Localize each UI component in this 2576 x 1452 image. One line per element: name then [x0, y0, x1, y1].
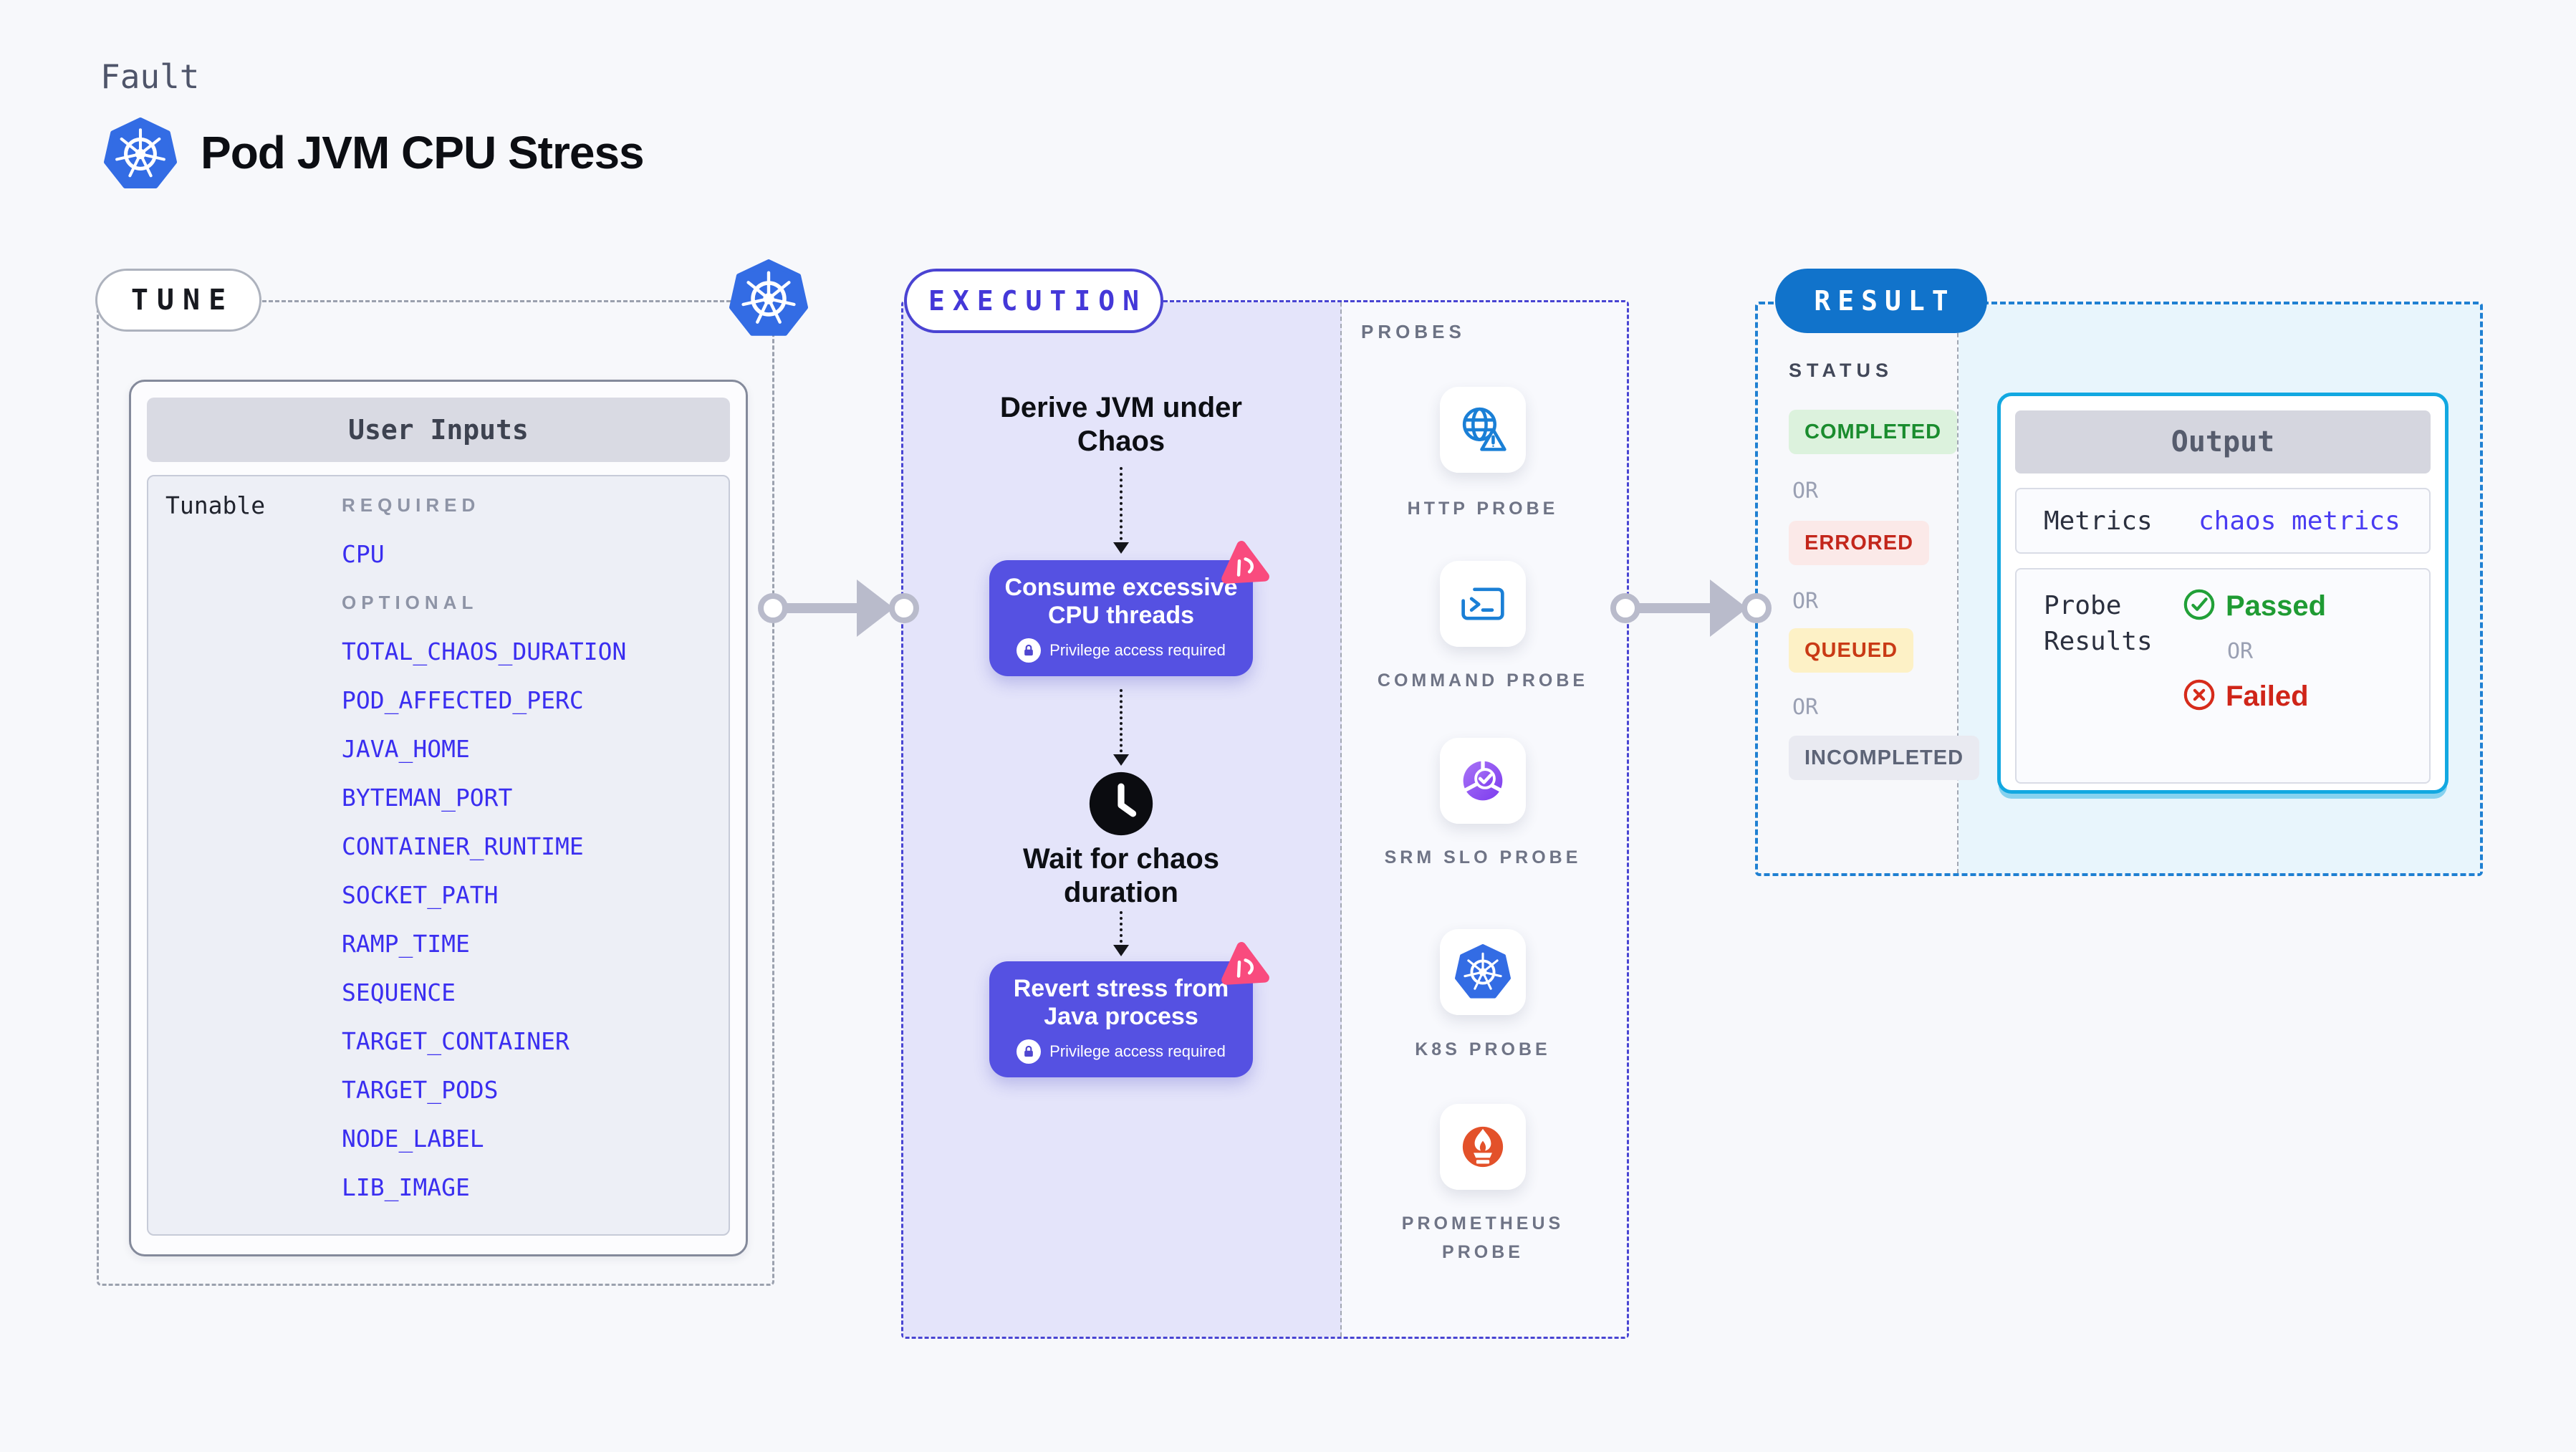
tune-pill-label: TUNE [130, 284, 235, 317]
param-required: CPU [342, 539, 385, 568]
status-badge-queued: QUEUED [1789, 628, 1914, 673]
metrics-value: chaos metrics [2198, 506, 2400, 536]
down-arrow-icon [1113, 467, 1129, 554]
param-optional: RAMP_TIME [342, 929, 470, 958]
param-optional: NODE_LABEL [342, 1124, 484, 1153]
privilege-note: Privilege access required [1049, 641, 1226, 659]
param-optional: JAVA_HOME [342, 734, 470, 763]
param-optional: TOTAL_CHAOS_DURATION [342, 637, 627, 665]
result-pill-label: RESULT [1814, 285, 1956, 317]
status-badge-errored: ERRORED [1789, 521, 1930, 565]
required-heading: REQUIRED [342, 494, 481, 516]
probe-results-row: Probe Results Passed OR [2015, 568, 2431, 784]
privilege-note: Privilege access required [1049, 1042, 1226, 1060]
output-card-header: Output [2015, 410, 2431, 473]
status-heading: STATUS [1789, 360, 1893, 381]
status-badge-incompleted: INCOMPLETED [1789, 736, 1980, 780]
down-arrow-icon [1113, 689, 1129, 766]
param-optional: CONTAINER_RUNTIME [342, 832, 584, 860]
x-circle-icon [2183, 678, 2216, 715]
output-card: Output Metrics chaos metrics Probe Resul… [1997, 393, 2448, 794]
page-title: Pod JVM CPU Stress [201, 127, 645, 178]
litmus-pinwheel-icon [1212, 937, 1272, 997]
status-badge-completed: COMPLETED [1789, 410, 1958, 454]
param-optional: POD_AFFECTED_PERC [342, 686, 584, 714]
lock-icon [1017, 1039, 1042, 1064]
failed-label: Failed [2226, 681, 2309, 712]
param-optional: SOCKET_PATH [342, 880, 499, 909]
flow-step-revert: Revert stress from Java process Privileg… [989, 961, 1253, 1077]
user-inputs-header: User Inputs [147, 398, 730, 462]
flow-step-consume: Consume excessive CPU threads Privilege … [989, 560, 1253, 676]
prometheus-icon [1440, 1104, 1526, 1190]
probes-divider [1340, 302, 1342, 1337]
passed-label: Passed [2226, 590, 2327, 622]
param-optional: TARGET_CONTAINER [342, 1027, 569, 1055]
probe-label: PROMETHEUS PROBE [1401, 1213, 1565, 1262]
or-label: OR [1792, 589, 1819, 614]
kubernetes-icon [1440, 929, 1526, 1015]
or-label: OR [2227, 639, 2254, 664]
tune-section-box [97, 300, 774, 1286]
flow-step-wait: Wait for chaos duration [1022, 843, 1220, 908]
fault-category-label: Fault [100, 57, 200, 96]
param-optional: LIB_IMAGE [342, 1173, 470, 1201]
probe-label: COMMAND PROBE [1377, 670, 1589, 691]
probe-label: K8S PROBE [1415, 1039, 1551, 1059]
flow-step-derive: Derive JVM under Chaos [1000, 392, 1242, 457]
param-optional: TARGET_PODS [342, 1075, 499, 1104]
tune-pill: TUNE [95, 269, 261, 332]
terminal-icon [1440, 561, 1526, 647]
down-arrow-icon [1113, 911, 1129, 956]
probe-results-label: Probe Results [2044, 591, 2153, 656]
step-title: Revert stress from Java process [1013, 975, 1229, 1030]
metrics-row: Metrics chaos metrics [2015, 488, 2431, 554]
or-label: OR [1792, 695, 1819, 720]
result-pill: RESULT [1775, 269, 1987, 333]
param-optional: BYTEMAN_PORT [342, 783, 513, 812]
kubernetes-icon [729, 259, 808, 338]
step-title: Consume excessive CPU threads [1004, 574, 1238, 629]
probe-label: SRM SLO PROBE [1384, 847, 1582, 867]
clock-icon [1088, 771, 1154, 837]
user-inputs-card: User Inputs Tunable REQUIRED CPU OPTIONA… [129, 380, 748, 1256]
slo-pie-check-icon [1440, 738, 1526, 824]
or-label: OR [1792, 479, 1819, 504]
kubernetes-icon [104, 117, 177, 191]
check-circle-icon [2183, 588, 2216, 625]
lock-icon [1017, 638, 1042, 663]
execution-pill: EXECUTION [904, 269, 1163, 333]
tunable-row-label: Tunable [165, 491, 266, 519]
param-optional: SEQUENCE [342, 978, 456, 1006]
probe-label: HTTP PROBE [1407, 499, 1559, 519]
optional-heading: OPTIONAL [342, 591, 479, 613]
tunable-list: Tunable REQUIRED CPU OPTIONAL TOTAL_CHAO… [147, 475, 730, 1236]
probes-heading: PROBES [1361, 321, 1466, 342]
litmus-pinwheel-icon [1212, 536, 1272, 596]
execution-pill-label: EXECUTION [928, 285, 1147, 317]
metrics-label: Metrics [2044, 506, 2153, 536]
globe-alert-icon [1440, 387, 1526, 473]
result-divider [1957, 304, 1959, 873]
